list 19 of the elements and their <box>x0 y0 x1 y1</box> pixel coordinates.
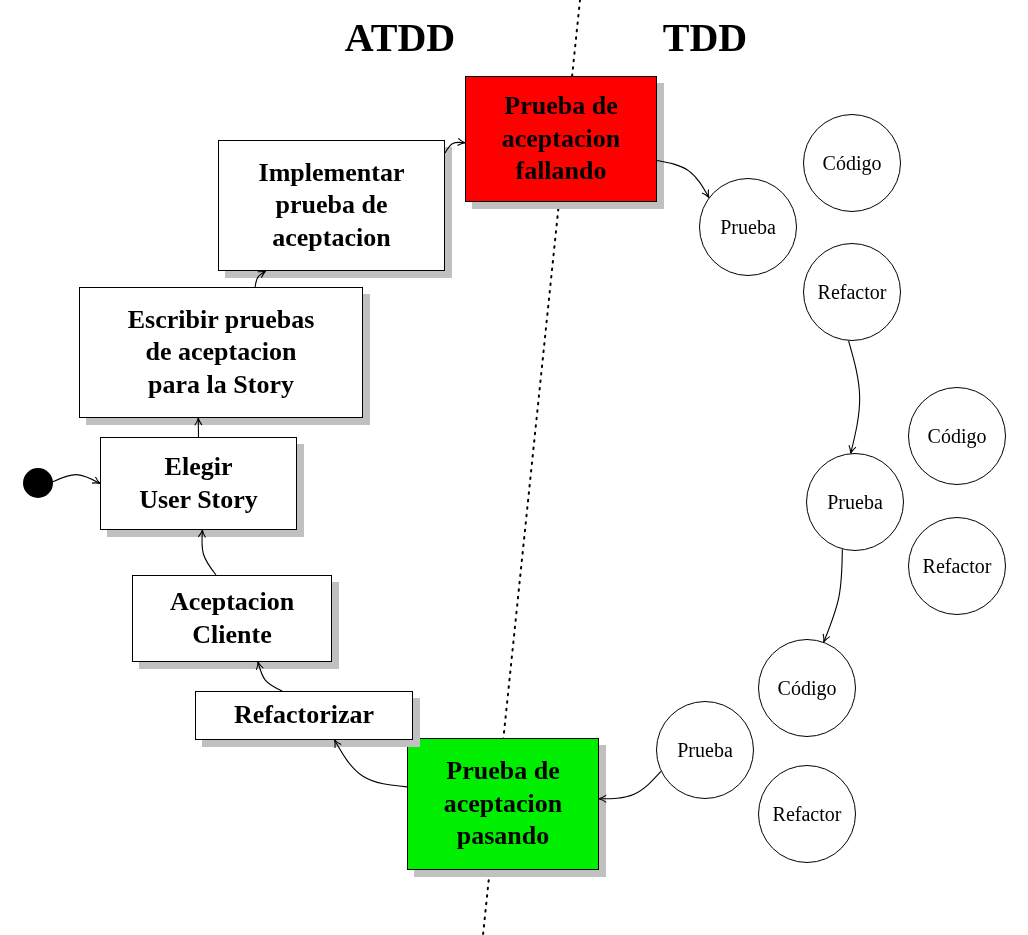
node-label: Aceptacion Cliente <box>168 586 296 651</box>
node-label: Código <box>822 151 882 175</box>
column-heading: TDD <box>662 14 748 61</box>
node-label: Refactor <box>817 280 887 304</box>
node-label: Elegir User Story <box>138 451 259 516</box>
node-label: Implementar prueba de aceptacion <box>257 156 406 254</box>
node-label: Prueba <box>720 215 776 239</box>
start-dot <box>23 468 53 498</box>
node-label: Refactor <box>922 554 992 578</box>
column-heading: ATDD <box>344 14 456 61</box>
node-label: Refactor <box>772 802 842 826</box>
node-label: Código <box>927 424 987 448</box>
node-label: Refactorizar <box>234 699 374 732</box>
node-label: Prueba de aceptacion pasando <box>442 755 564 853</box>
node-label: Prueba <box>677 738 733 762</box>
node-label: Prueba <box>827 490 883 514</box>
node-label: Prueba de aceptacion fallando <box>500 90 622 188</box>
node-label: Código <box>777 676 837 700</box>
node-label: Escribir pruebas de aceptacion para la Story <box>126 303 316 401</box>
